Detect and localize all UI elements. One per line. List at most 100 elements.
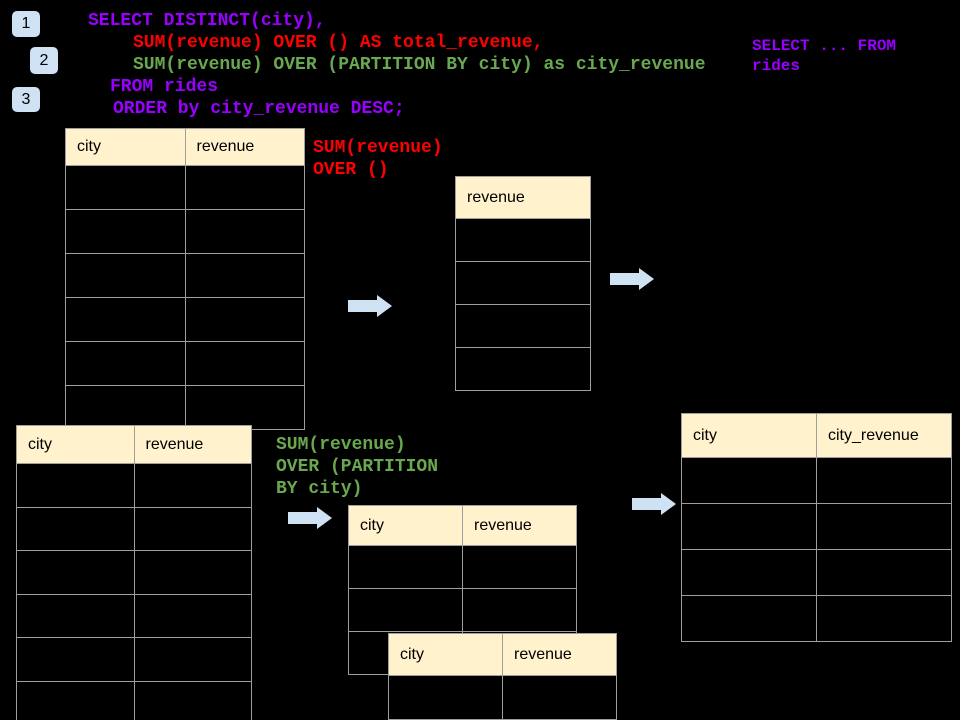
column-header: city <box>388 633 503 676</box>
empty-cell <box>16 637 135 682</box>
empty-cell <box>65 297 186 342</box>
empty-cell <box>65 385 186 430</box>
table-total-revenue-result: revenue <box>455 176 591 391</box>
code-line: SELECT DISTINCT(city), <box>88 11 326 31</box>
empty-cell <box>16 463 135 508</box>
code-line: SUM(revenue) <box>313 138 443 158</box>
empty-cell <box>816 457 952 504</box>
empty-cell <box>681 595 817 642</box>
table-row <box>16 550 252 595</box>
empty-cell <box>184 341 305 386</box>
code-line: ORDER by city_revenue DESC; <box>113 99 405 119</box>
table-row <box>16 680 252 720</box>
empty-cell <box>462 545 577 589</box>
table-row <box>455 261 591 305</box>
empty-cell <box>133 593 252 638</box>
table-row <box>65 209 305 254</box>
table-row <box>65 253 305 298</box>
sql-query-code: SELECT DISTINCT(city),SUM(revenue) OVER … <box>88 10 706 120</box>
column-header: revenue <box>462 505 577 546</box>
empty-cell <box>133 463 252 508</box>
empty-cell <box>133 550 252 595</box>
empty-cell <box>681 503 817 550</box>
table-row <box>455 347 591 391</box>
column-header: city <box>65 128 186 166</box>
table-row <box>681 503 952 550</box>
column-header: city_revenue <box>816 413 952 458</box>
empty-cell <box>455 218 591 262</box>
table-row <box>348 588 577 632</box>
empty-cell <box>133 506 252 551</box>
empty-cell <box>455 304 591 348</box>
code-line: OVER (PARTITION <box>276 457 439 477</box>
table-row <box>681 457 952 504</box>
table-row <box>65 385 305 430</box>
empty-cell <box>184 209 305 254</box>
empty-cell <box>184 253 305 298</box>
table-row <box>65 297 305 342</box>
empty-cell <box>65 209 186 254</box>
column-header: city <box>348 505 463 546</box>
table-row <box>65 165 305 210</box>
table-row <box>65 341 305 386</box>
code-line: SUM(revenue) <box>276 435 406 455</box>
code-line: OVER () <box>313 160 389 180</box>
empty-cell <box>462 588 577 632</box>
column-header: city <box>16 425 135 464</box>
table-row <box>455 304 591 348</box>
empty-cell <box>16 680 135 720</box>
table-row <box>455 218 591 262</box>
code-line: FROM rides <box>110 77 219 97</box>
total-window-annotation: SUM(revenue)OVER () <box>313 137 443 181</box>
step-badge-1: 1 <box>12 11 40 37</box>
empty-cell <box>16 550 135 595</box>
arrow-right-icon <box>348 295 392 317</box>
header-row: revenue <box>455 176 591 219</box>
empty-cell <box>133 680 252 720</box>
code-line: SUM(revenue) OVER () AS total_revenue, <box>133 33 544 53</box>
empty-cell <box>348 545 463 589</box>
arrow-right-icon <box>610 268 654 290</box>
table-row <box>681 549 952 596</box>
code-line: SELECT ... FROM <box>752 37 897 55</box>
table-row <box>16 593 252 638</box>
table-row <box>348 545 577 589</box>
code-line: SUM(revenue) OVER (PARTITION BY city) as… <box>133 55 706 75</box>
empty-cell <box>133 637 252 682</box>
empty-cell <box>348 588 463 632</box>
arrow-right-icon <box>632 493 676 515</box>
empty-cell <box>184 385 305 430</box>
table-row <box>16 637 252 682</box>
column-header: revenue <box>502 633 617 676</box>
empty-cell <box>65 165 186 210</box>
step-badge-3: 3 <box>12 87 40 112</box>
column-header: revenue <box>455 176 591 219</box>
column-header: revenue <box>184 128 305 166</box>
empty-cell <box>455 261 591 305</box>
empty-cell <box>502 675 617 720</box>
step-badge-2: 2 <box>30 47 58 74</box>
empty-cell <box>184 165 305 210</box>
arrow-right-icon <box>288 507 332 529</box>
empty-cell <box>65 253 186 298</box>
table-row <box>16 506 252 551</box>
empty-cell <box>16 506 135 551</box>
empty-cell <box>681 549 817 596</box>
table-row <box>16 463 252 508</box>
empty-cell <box>816 503 952 550</box>
column-header: revenue <box>133 425 252 464</box>
empty-cell <box>16 593 135 638</box>
